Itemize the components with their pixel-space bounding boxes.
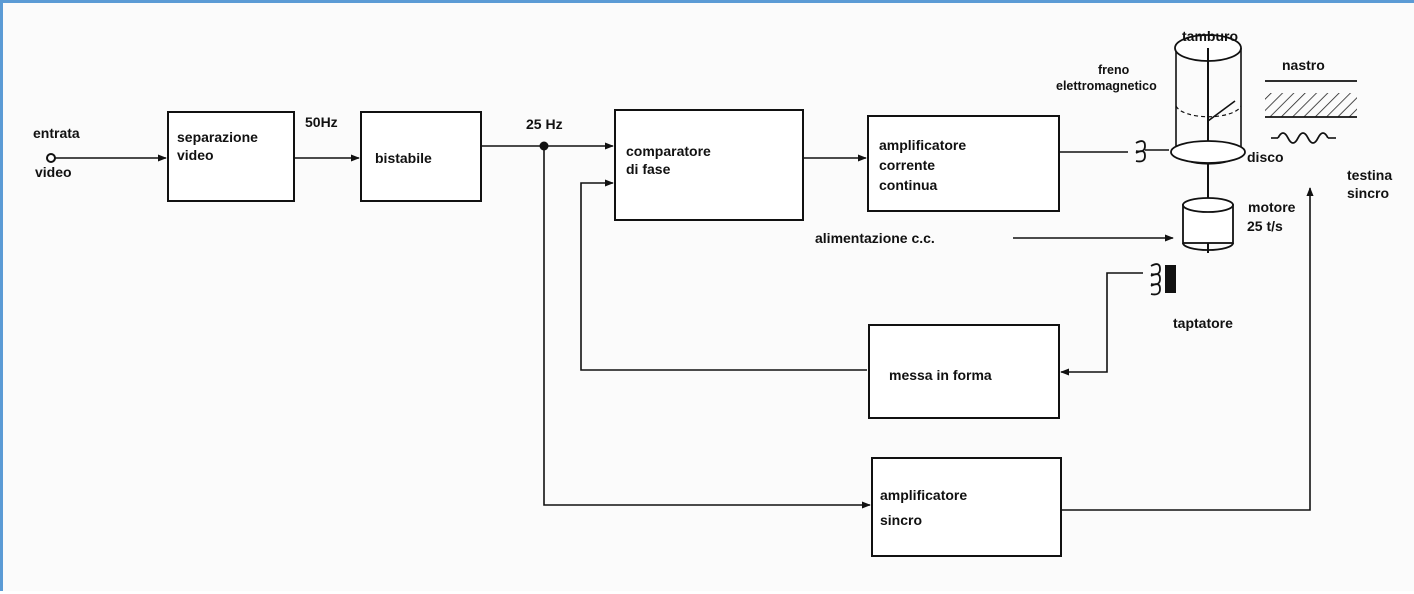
ampcc-label-line2: corrente <box>879 157 935 173</box>
ampsincro-label-line1: amplificatore <box>880 487 967 503</box>
box-separazione-video <box>167 111 295 202</box>
bistabile-label: bistabile <box>375 150 432 166</box>
separazione-label-line1: separazione <box>177 129 258 145</box>
input-label-line2: video <box>35 164 72 180</box>
nastro-tape <box>1265 80 1357 118</box>
freno-label-line2: elettromagnetico <box>1056 79 1157 93</box>
connector-ampsincro-testina <box>1061 187 1314 511</box>
testina-sincro-coil-icon <box>1271 132 1336 144</box>
taptatore-pickup-icon <box>1150 263 1176 296</box>
comparatore-label-line2: di fase <box>626 161 671 177</box>
box-comparatore-di-fase <box>614 109 804 221</box>
label-50hz: 50Hz <box>305 114 338 130</box>
input-label-line1: entrata <box>33 125 80 141</box>
box-messa-in-forma <box>868 324 1060 419</box>
alimentazione-label: alimentazione c.c. <box>815 230 935 246</box>
separazione-label-line2: video <box>177 147 214 163</box>
motore-label-line2: 25 t/s <box>1247 218 1283 234</box>
box-amplificatore-corrente-continua <box>867 115 1060 212</box>
freno-label-line1: freno <box>1098 63 1130 77</box>
label-25hz: 25 Hz <box>526 116 563 132</box>
box-amplificatore-sincro <box>871 457 1062 557</box>
block-diagram: entrata video separazione video 50Hz bis… <box>33 28 1392 557</box>
messa-label: messa in forma <box>889 367 992 383</box>
connector-taptatore-messa <box>1060 272 1143 376</box>
disco-label: disco <box>1247 149 1284 165</box>
motore-motor <box>1182 197 1234 251</box>
comparatore-label-line1: comparatore <box>626 143 711 159</box>
ampcc-label-line1: amplificatore <box>879 137 966 153</box>
nastro-label: nastro <box>1282 57 1325 73</box>
ampcc-label-line3: continua <box>879 177 938 193</box>
taptatore-label: taptatore <box>1173 315 1233 331</box>
tamburo-label: tamburo <box>1182 28 1238 44</box>
freno-coil-icon <box>1135 140 1169 163</box>
box-bistabile <box>360 111 482 202</box>
connector-25hz-ampsincro <box>543 146 871 509</box>
motore-label-line1: motore <box>1248 199 1296 215</box>
connector-messa-comparatore <box>580 179 867 371</box>
disco-disk <box>1170 140 1246 164</box>
video-input-terminal <box>46 153 56 163</box>
ampsincro-label-line2: sincro <box>880 512 922 528</box>
testina-label-line2: sincro <box>1347 185 1389 201</box>
testina-label-line1: testina <box>1347 167 1392 183</box>
